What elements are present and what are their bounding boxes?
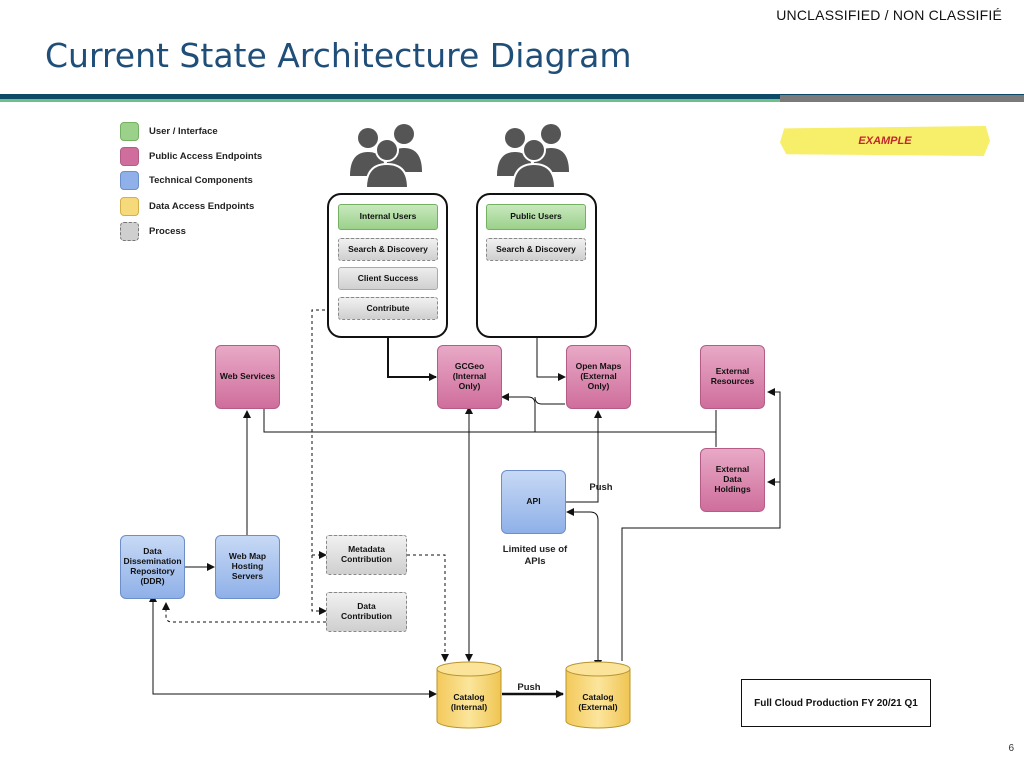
legend-label: User / Interface bbox=[149, 126, 218, 137]
gcgeo-node[interactable]: GCGeo (Internal Only) bbox=[437, 345, 502, 409]
connector-bus bbox=[263, 409, 717, 433]
connector-metadata-catalog bbox=[407, 554, 449, 662]
catalog-external-cylinder[interactable] bbox=[565, 661, 631, 729]
legend-label: Data Access Endpoints bbox=[149, 201, 255, 212]
legend-item-process: Process bbox=[120, 222, 186, 241]
push-api-label: Push bbox=[589, 482, 613, 493]
catalog-internal-label: Catalog (Internal) bbox=[450, 692, 488, 712]
internal-search-discovery[interactable]: Search & Discovery bbox=[338, 238, 438, 261]
connector-api-openmaps bbox=[566, 410, 602, 503]
legend-item-user-interface: User / Interface bbox=[120, 122, 218, 141]
external-resources-node[interactable]: External Resources bbox=[700, 345, 765, 409]
legend-swatch bbox=[120, 171, 139, 190]
client-success[interactable]: Client Success bbox=[338, 267, 438, 290]
legend-swatch bbox=[120, 222, 139, 241]
web-map-hosting-node[interactable]: Web Map Hosting Servers bbox=[215, 535, 280, 599]
api-node[interactable]: API bbox=[501, 470, 566, 534]
catalog-external-label: Catalog (External) bbox=[578, 692, 618, 712]
classification-label: UNCLASSIFIED / NON CLASSIFIÉ bbox=[776, 7, 1002, 23]
header-divider-gray bbox=[780, 95, 1024, 102]
metadata-contribution-node[interactable]: Metadata Contribution bbox=[326, 535, 407, 575]
public-users-node[interactable]: Public Users bbox=[486, 204, 586, 230]
legend-label: Technical Components bbox=[149, 175, 253, 186]
public-users-icon bbox=[497, 124, 569, 188]
internal-users-icon bbox=[350, 124, 422, 188]
connector-catalog-api bbox=[566, 508, 602, 668]
page-title: Current State Architecture Diagram bbox=[45, 36, 632, 75]
catalog-internal-cylinder[interactable] bbox=[436, 661, 502, 729]
legend-swatch bbox=[120, 197, 139, 216]
header-divider-accent bbox=[0, 99, 780, 102]
legend-item-data-access: Data Access Endpoints bbox=[120, 197, 254, 216]
page-number: 6 bbox=[1008, 743, 1014, 754]
connector-contribute-data bbox=[311, 555, 327, 615]
connector-ddr-catalog bbox=[149, 594, 437, 698]
limited-api-label: Limited use of APIs bbox=[502, 544, 568, 568]
public-search-discovery[interactable]: Search & Discovery bbox=[486, 238, 586, 261]
data-contribution-node[interactable]: Data Contribution bbox=[326, 592, 407, 632]
connector-internal-to-gcgeo bbox=[387, 338, 437, 381]
legend-item-public-access: Public Access Endpoints bbox=[120, 147, 262, 166]
contribute[interactable]: Contribute bbox=[338, 297, 438, 320]
internal-users-node[interactable]: Internal Users bbox=[338, 204, 438, 230]
web-services-node[interactable]: Web Services bbox=[215, 345, 280, 409]
header-divider bbox=[0, 94, 1024, 99]
connector-bus-to-openmaps bbox=[534, 396, 565, 405]
open-maps-node[interactable]: Open Maps (External Only) bbox=[566, 345, 631, 409]
connector-bus-to-gcgeo bbox=[501, 393, 536, 432]
legend-label: Public Access Endpoints bbox=[149, 151, 263, 162]
full-cloud-production-box: Full Cloud Production FY 20/21 Q1 bbox=[741, 679, 931, 727]
connector-contribute-metadata bbox=[311, 309, 337, 559]
legend-label: Process bbox=[149, 226, 186, 237]
ddr-node[interactable]: Data Dissemination Repository (DDR) bbox=[120, 535, 185, 599]
legend-swatch bbox=[120, 122, 139, 141]
connector-public-to-openmaps bbox=[536, 338, 566, 381]
example-tag: EXAMPLE bbox=[780, 126, 990, 156]
connector-catalog-external-resources bbox=[621, 388, 781, 661]
external-data-holdings-node[interactable]: External Data Holdings bbox=[700, 448, 765, 512]
legend-swatch bbox=[120, 147, 139, 166]
connector-data-ddr bbox=[162, 602, 326, 623]
legend-item-technical: Technical Components bbox=[120, 171, 253, 190]
push-catalog-label: Push bbox=[517, 682, 541, 693]
